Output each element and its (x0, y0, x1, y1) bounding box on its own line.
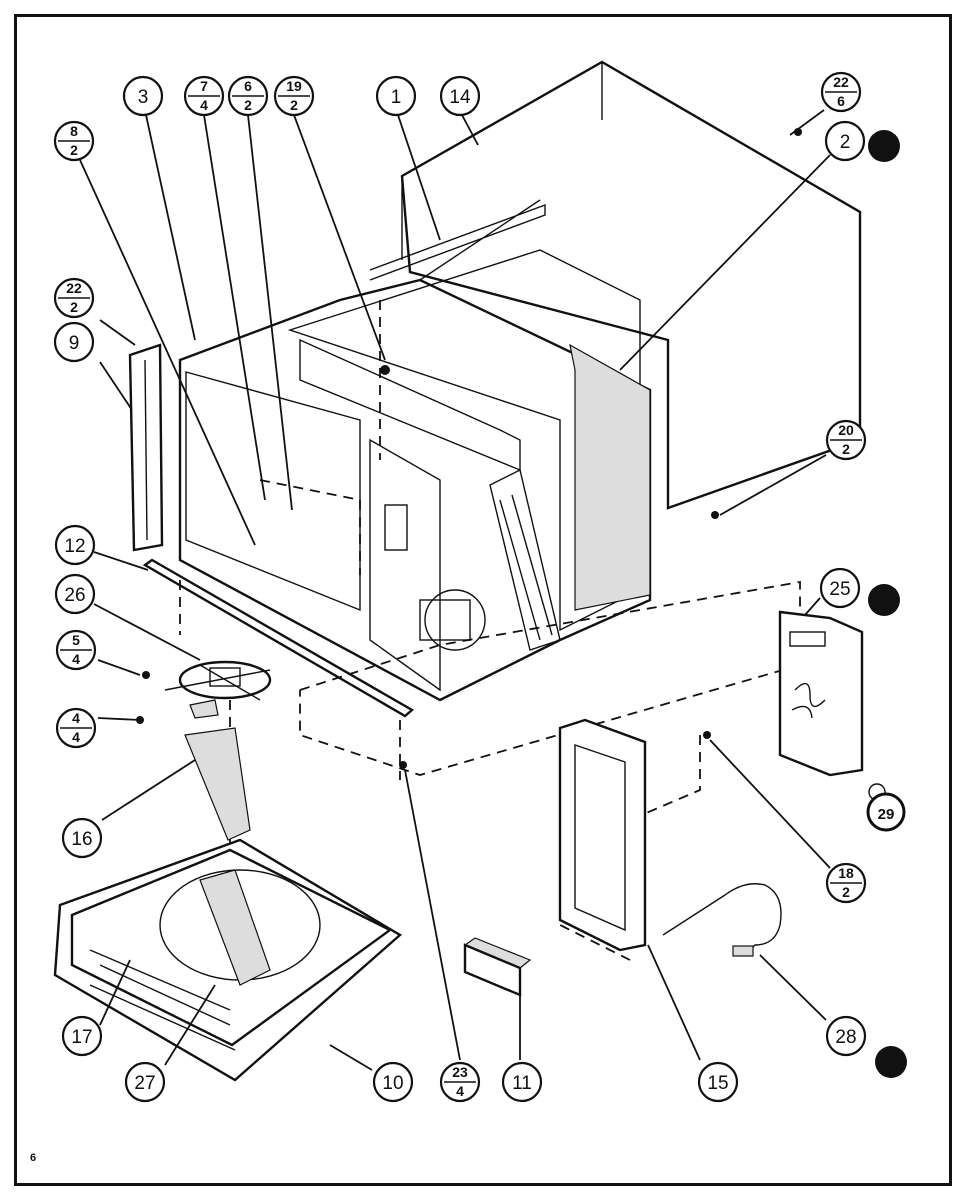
svg-text:9: 9 (69, 333, 80, 354)
svg-text:1: 1 (391, 87, 402, 108)
svg-text:25: 25 (829, 579, 850, 600)
page-border (14, 14, 952, 1186)
svg-text:16: 16 (71, 829, 92, 850)
callout-25: 25 (819, 567, 861, 609)
chassis (178, 199, 652, 702)
callout-16: 16 (61, 817, 103, 859)
svg-text:15: 15 (707, 1073, 728, 1094)
callout-6-over-2: 62 (227, 75, 269, 117)
callout-26: 26 (54, 573, 96, 615)
svg-text:20: 20 (838, 422, 854, 438)
svg-text:2: 2 (842, 441, 850, 457)
svg-text:12: 12 (64, 536, 85, 557)
bottom-rail (142, 558, 415, 718)
svg-text:23: 23 (452, 1064, 468, 1080)
callout-20-over-2: 202 (825, 419, 867, 461)
callout-23-over-4: 234 (439, 1061, 481, 1103)
control-panel (778, 610, 864, 777)
svg-text:29: 29 (878, 806, 895, 823)
callout-27: 27 (124, 1061, 166, 1103)
callout-29: 29 (866, 792, 906, 832)
callout-12: 12 (54, 524, 96, 566)
svg-text:4: 4 (72, 651, 80, 667)
svg-text:14: 14 (449, 87, 471, 108)
page-number: 6 (30, 1152, 37, 1164)
svg-text:17: 17 (71, 1027, 92, 1048)
svg-text:11: 11 (512, 1073, 532, 1094)
svg-text:4: 4 (200, 97, 208, 113)
scroll-support (184, 727, 251, 841)
svg-text:2: 2 (290, 97, 298, 113)
callout-18-over-2: 182 (825, 862, 867, 904)
side-angle-part (128, 343, 164, 552)
hardware-markers (136, 128, 907, 1078)
callout-3: 3 (122, 75, 164, 117)
callout-22-over-6: 226 (820, 71, 862, 113)
svg-text:4: 4 (72, 710, 80, 726)
svg-text:2: 2 (842, 884, 850, 900)
svg-text:18: 18 (838, 865, 854, 881)
callout-2: 2 (824, 120, 866, 162)
svg-text:2: 2 (244, 97, 252, 113)
front-grille (558, 718, 647, 952)
svg-text:28: 28 (835, 1027, 856, 1048)
svg-text:10: 10 (382, 1073, 403, 1094)
callout-8-over-2: 82 (53, 120, 95, 162)
svg-text:2: 2 (840, 132, 851, 153)
svg-text:5: 5 (72, 632, 80, 648)
svg-text:19: 19 (286, 78, 302, 94)
callout-22-over-2: 222 (53, 277, 95, 319)
callout-1: 1 (375, 75, 417, 117)
base-pan (53, 838, 403, 1082)
leader-lines (79, 109, 831, 1071)
cabinet-wrapper (400, 60, 862, 510)
callout-9: 9 (53, 321, 95, 363)
svg-text:22: 22 (833, 74, 849, 90)
svg-text:6: 6 (837, 93, 845, 109)
svg-text:2: 2 (70, 142, 78, 158)
svg-text:6: 6 (244, 78, 252, 94)
thermostat (662, 883, 782, 957)
svg-text:3: 3 (138, 87, 149, 108)
svg-text:27: 27 (134, 1073, 155, 1094)
svg-text:7: 7 (200, 78, 208, 94)
callout-10: 10 (372, 1061, 414, 1103)
callout-7-over-4: 74 (183, 75, 225, 117)
svg-text:2: 2 (70, 299, 78, 315)
callouts: 3 74 62 192 1 14 226 (53, 71, 906, 1103)
callout-4-over-4: 44 (55, 707, 97, 749)
callout-28: 28 (825, 1015, 867, 1057)
callout-14: 14 (439, 75, 481, 117)
svg-text:26: 26 (64, 585, 85, 606)
callout-5-over-4: 54 (55, 629, 97, 671)
svg-text:4: 4 (72, 729, 80, 745)
svg-text:4: 4 (456, 1083, 464, 1099)
callout-17: 17 (61, 1015, 103, 1057)
svg-text:22: 22 (66, 280, 82, 296)
callout-19-over-2: 192 (273, 75, 315, 117)
svg-text:8: 8 (70, 123, 78, 139)
blower-wheel (164, 660, 272, 719)
callout-11: 11 (501, 1061, 543, 1103)
callout-15: 15 (697, 1061, 739, 1103)
